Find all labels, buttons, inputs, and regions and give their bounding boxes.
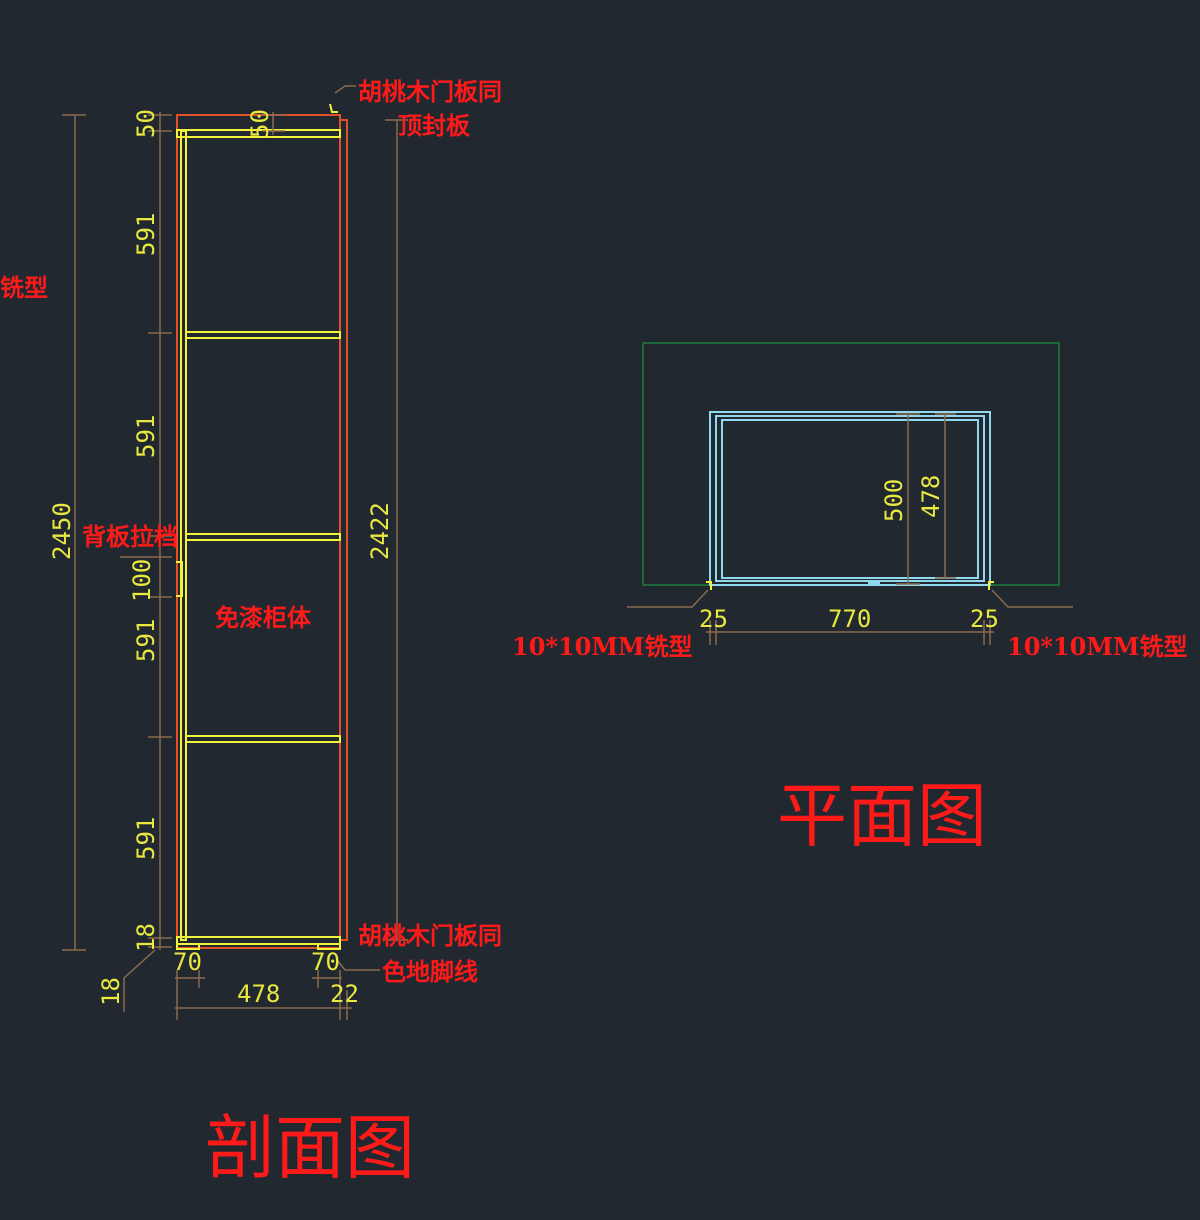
dim-plan-right: 25 xyxy=(970,605,999,633)
dim-door: 22 xyxy=(330,980,359,1008)
dim-top-inner: 50 xyxy=(246,109,274,138)
dim-plan-width: 770 xyxy=(828,605,871,633)
dim-inner-height: 2422 xyxy=(366,502,394,560)
dim-total-height: 2450 xyxy=(48,502,76,560)
dim-bottom-offset: 18 xyxy=(97,977,125,1006)
plan-view-title: 平面图 xyxy=(777,775,987,857)
section-dimension-texts: 2450 2422 50 50 591 591 100 591 591 18 1… xyxy=(48,109,394,1008)
section-view-title: 剖面图 xyxy=(205,1107,415,1189)
dim-plan-depth-inner: 478 xyxy=(917,475,945,518)
plan-dimension-lines xyxy=(627,413,1073,645)
note-body: 免漆柜体 xyxy=(215,603,312,632)
dim-depth: 478 xyxy=(237,980,280,1008)
section-dimension-lines xyxy=(62,85,408,1020)
section-annotations: 胡桃木门板同 顶封板 铣型 背板拉档 免漆柜体 胡桃木门板同 色地脚线 剖面图 xyxy=(0,77,502,1189)
dim-plan-depth-total: 500 xyxy=(880,479,908,522)
section-door-outline xyxy=(176,114,348,949)
note-top-line1: 胡桃木门板同 xyxy=(358,77,502,106)
note-plan-left-mill: 10*10MM铣型 xyxy=(512,632,692,661)
plan-wall-outline xyxy=(642,342,1060,586)
dim-shelf-3: 591 xyxy=(132,619,160,662)
note-left-mill: 铣型 xyxy=(0,273,48,302)
dim-top: 50 xyxy=(132,109,160,138)
dim-toe-right: 70 xyxy=(311,948,340,976)
section-view: 2450 2422 50 50 591 591 100 591 591 18 1… xyxy=(0,77,502,1189)
section-carcass xyxy=(176,103,341,950)
dim-bottom: 18 xyxy=(132,923,160,952)
note-back-panel: 背板拉档 xyxy=(82,522,178,551)
note-top-line2: 顶封板 xyxy=(398,111,471,140)
dim-shelf-1: 591 xyxy=(132,213,160,256)
note-bottom-line1: 胡桃木门板同 xyxy=(358,921,502,950)
dim-shelf-2: 591 xyxy=(132,415,160,458)
dim-plan-left: 25 xyxy=(699,605,728,633)
note-bottom-line2: 色地脚线 xyxy=(382,957,478,986)
plan-view: 500 478 25 770 25 10*10MM铣型 10*10MM铣型 平面… xyxy=(512,342,1187,857)
note-plan-right-mill: 10*10MM铣型 xyxy=(1007,632,1187,661)
dim-back-rail: 100 xyxy=(128,559,156,602)
dim-shelf-4: 591 xyxy=(132,817,160,860)
plan-cabinet xyxy=(706,411,994,590)
dim-toe-left: 70 xyxy=(173,948,202,976)
plan-dimension-texts: 500 478 25 770 25 xyxy=(699,475,999,633)
